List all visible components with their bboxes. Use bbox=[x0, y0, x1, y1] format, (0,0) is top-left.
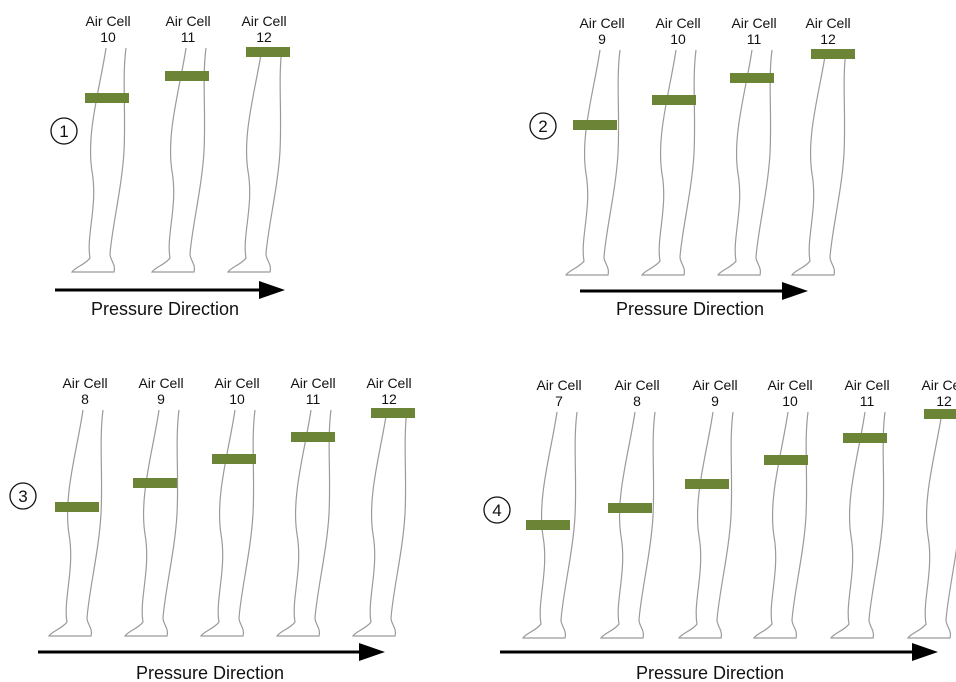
air-cell-band bbox=[55, 502, 99, 512]
air-cell-number: 10 bbox=[670, 31, 686, 47]
leg-outline bbox=[600, 411, 656, 639]
leg-outline bbox=[227, 47, 283, 273]
leg-outline bbox=[717, 49, 773, 276]
air-cell-band bbox=[608, 503, 652, 513]
air-cell-label: Air Cell bbox=[579, 15, 624, 31]
air-cell-label: Air Cell bbox=[921, 377, 956, 393]
air-cell-band bbox=[685, 479, 729, 489]
air-cell-label: Air Cell bbox=[138, 375, 183, 391]
leg-outline bbox=[124, 409, 180, 637]
air-cell-number: 7 bbox=[555, 393, 563, 409]
air-cell-number: 9 bbox=[157, 391, 165, 407]
air-cell-label: Air Cell bbox=[290, 375, 335, 391]
pressure-direction-label: Pressure Direction bbox=[636, 663, 784, 682]
air-cell-band bbox=[811, 49, 855, 59]
air-cell-number: 11 bbox=[181, 29, 196, 45]
leg-outline bbox=[641, 49, 697, 276]
step-number: 4 bbox=[492, 501, 501, 520]
pressure-direction-label: Pressure Direction bbox=[616, 299, 764, 319]
air-cell-band bbox=[843, 433, 887, 443]
leg-outline bbox=[48, 409, 104, 637]
air-cell-band bbox=[764, 455, 808, 465]
air-cell-band bbox=[133, 478, 177, 488]
leg-outline bbox=[830, 411, 886, 639]
pressure-direction-label: Pressure Direction bbox=[136, 663, 284, 682]
air-cell-label: Air Cell bbox=[655, 15, 700, 31]
arrow-head-icon bbox=[782, 282, 808, 300]
air-cell-label: Air Cell bbox=[536, 377, 581, 393]
pressure-direction-label: Pressure Direction bbox=[91, 299, 239, 319]
air-cell-number: 10 bbox=[782, 393, 798, 409]
air-cell-number: 10 bbox=[100, 29, 116, 45]
leg-outline bbox=[352, 409, 408, 637]
step-number-circle bbox=[50, 117, 78, 145]
air-cell-band bbox=[212, 454, 256, 464]
leg-outline bbox=[276, 409, 332, 637]
step-number: 3 bbox=[18, 487, 27, 506]
air-cell-band bbox=[730, 73, 774, 83]
air-cell-number: 11 bbox=[860, 393, 875, 409]
air-cell-band bbox=[371, 408, 415, 418]
air-cell-number: 8 bbox=[81, 391, 89, 407]
air-cell-number: 9 bbox=[711, 393, 719, 409]
air-cell-label: Air Cell bbox=[366, 375, 411, 391]
leg-outline bbox=[791, 49, 847, 276]
arrow-head-icon bbox=[912, 643, 938, 661]
air-cell-band bbox=[165, 71, 209, 81]
leg-outline bbox=[907, 411, 956, 639]
air-cell-label: Air Cell bbox=[844, 377, 889, 393]
air-cell-number: 10 bbox=[229, 391, 245, 407]
air-cell-number: 8 bbox=[633, 393, 641, 409]
air-cell-label: Air Cell bbox=[214, 375, 259, 391]
air-cell-number: 9 bbox=[598, 31, 606, 47]
air-cell-number: 11 bbox=[306, 391, 321, 407]
air-cell-label: Air Cell bbox=[767, 377, 812, 393]
air-cell-label: Air Cell bbox=[241, 13, 286, 29]
leg-outline bbox=[151, 47, 207, 273]
air-cell-band bbox=[291, 432, 335, 442]
leg-outline bbox=[200, 409, 256, 637]
leg-outline bbox=[565, 49, 621, 276]
air-cell-band bbox=[573, 120, 617, 130]
air-cell-label: Air Cell bbox=[62, 375, 107, 391]
arrow-head-icon bbox=[259, 281, 285, 299]
air-cell-label: Air Cell bbox=[731, 15, 776, 31]
arrow-head-icon bbox=[359, 643, 385, 661]
leg-outline bbox=[522, 411, 578, 639]
step-number-circle bbox=[529, 112, 557, 140]
leg-outline bbox=[753, 411, 809, 639]
step-number-circle bbox=[483, 496, 511, 524]
air-cell-number: 12 bbox=[256, 29, 272, 45]
air-cell-label: Air Cell bbox=[805, 15, 850, 31]
air-cell-band bbox=[652, 95, 696, 105]
air-cell-label: Air Cell bbox=[165, 13, 210, 29]
air-cell-label: Air Cell bbox=[692, 377, 737, 393]
air-cell-band bbox=[924, 409, 956, 419]
step-number-circle bbox=[9, 482, 37, 510]
air-cell-band bbox=[526, 520, 570, 530]
leg-outline bbox=[71, 47, 127, 273]
step-number: 2 bbox=[538, 117, 547, 136]
air-cell-number: 12 bbox=[381, 391, 397, 407]
air-cell-number: 12 bbox=[936, 393, 952, 409]
air-cell-number: 12 bbox=[820, 31, 836, 47]
air-cell-band bbox=[246, 47, 290, 57]
air-cell-number: 11 bbox=[747, 31, 762, 47]
air-cell-label: Air Cell bbox=[85, 13, 130, 29]
air-cell-band bbox=[85, 93, 129, 103]
leg-outline bbox=[678, 411, 734, 639]
air-cell-label: Air Cell bbox=[614, 377, 659, 393]
step-number: 1 bbox=[59, 122, 68, 141]
